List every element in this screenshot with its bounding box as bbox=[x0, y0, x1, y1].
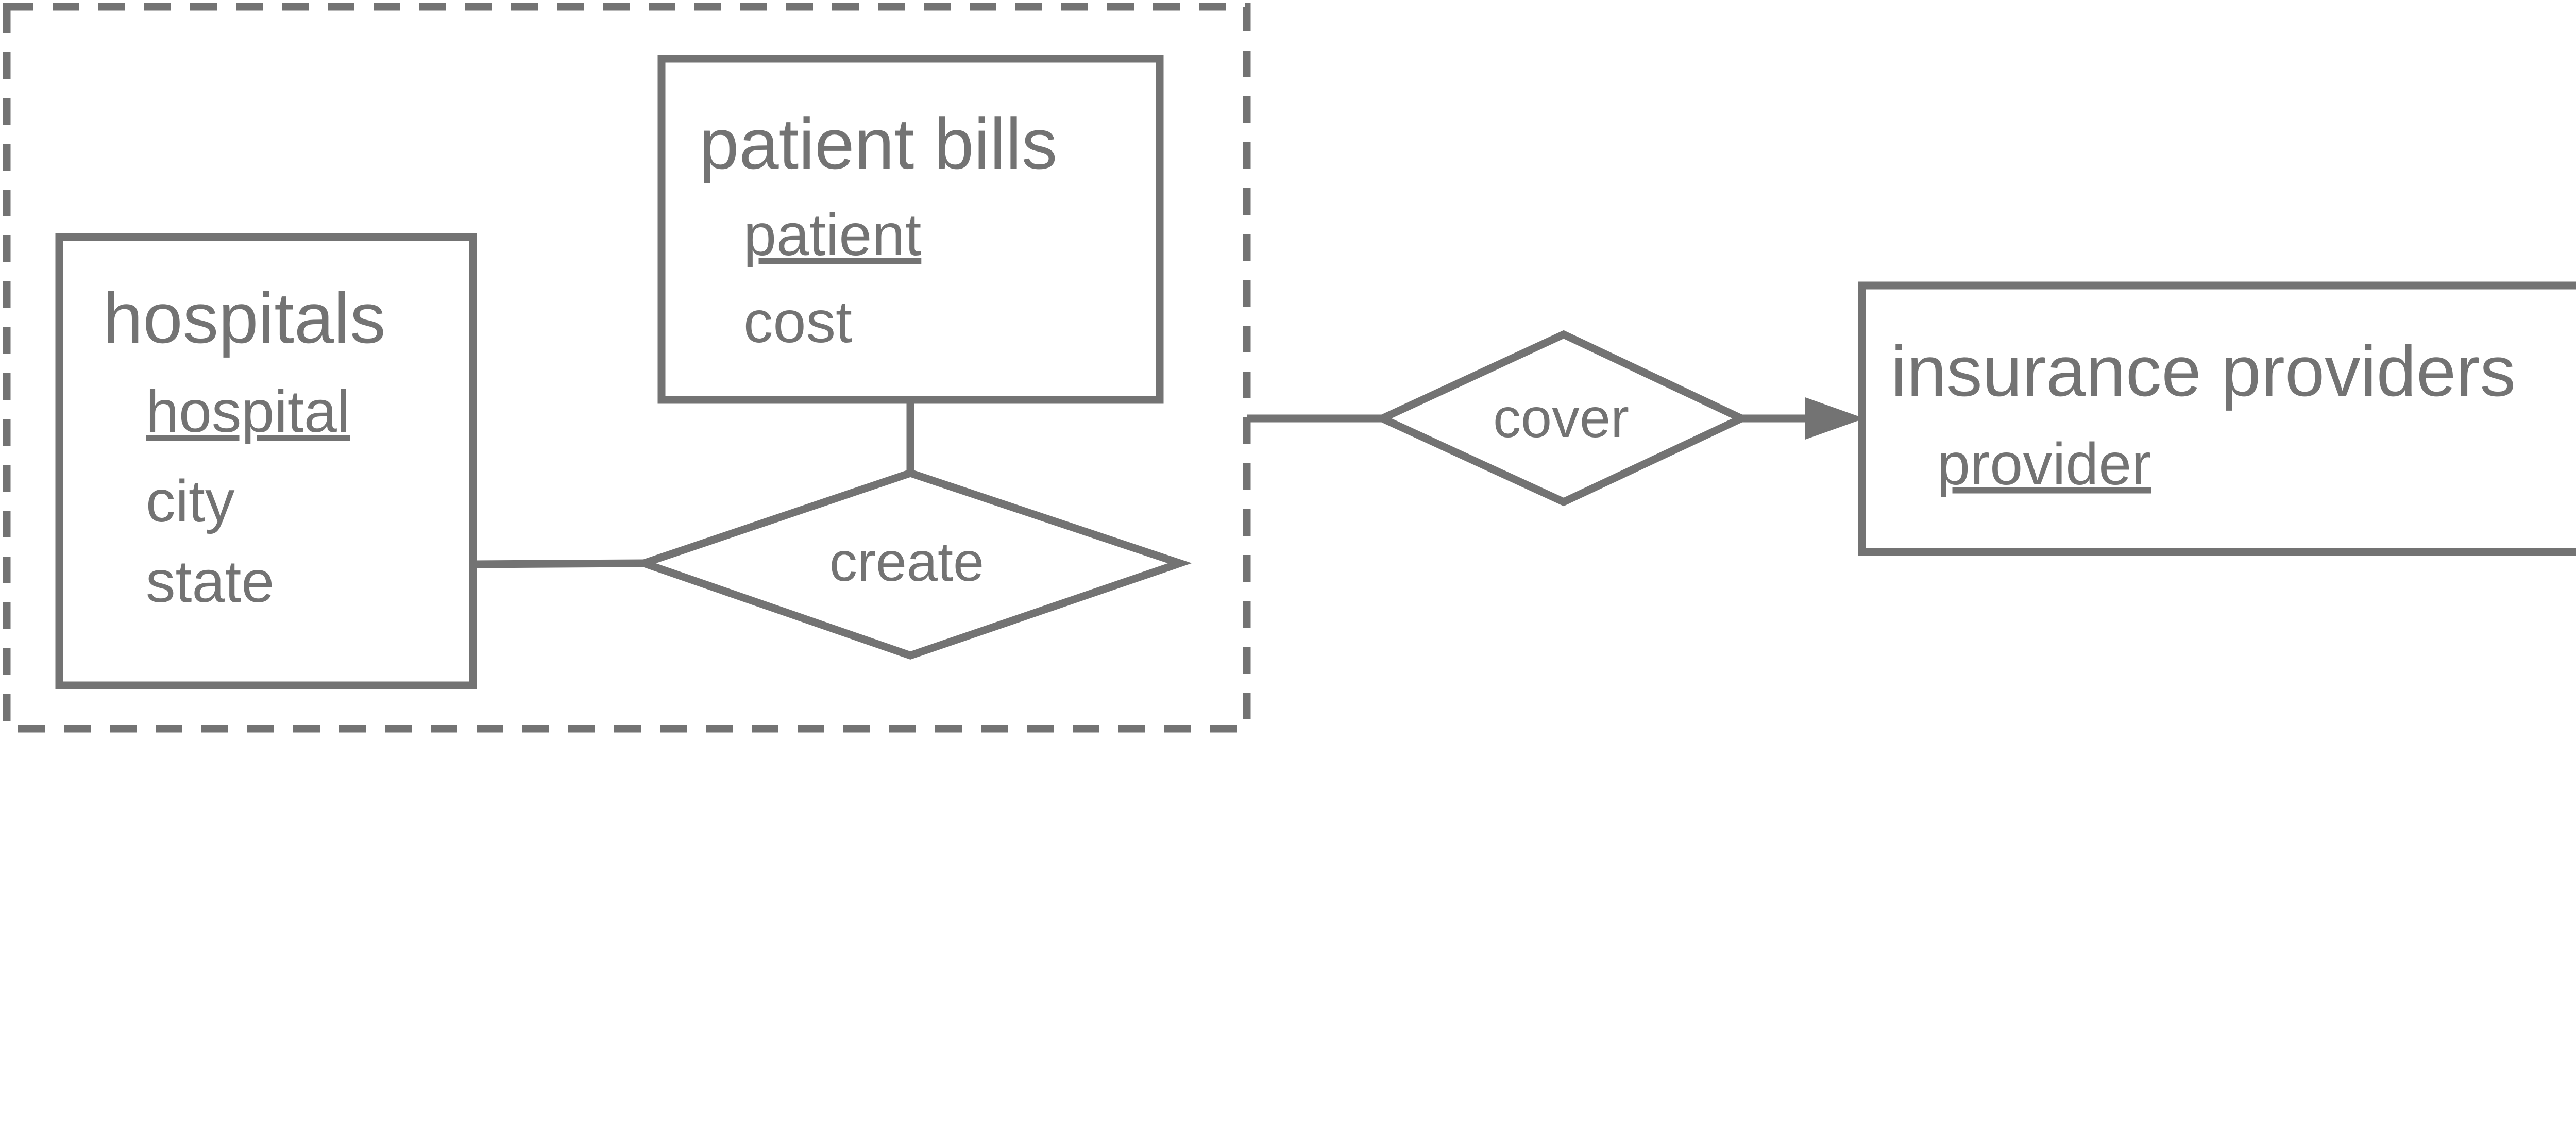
entity-title: insurance providers bbox=[1891, 331, 2516, 411]
relationship-diamond bbox=[1373, 330, 1751, 507]
relationship-diamond bbox=[632, 469, 1192, 660]
entity-title: hospitals bbox=[103, 278, 386, 358]
attribute: state bbox=[146, 549, 274, 615]
relationship-label: create bbox=[829, 530, 984, 593]
aggregation-boundary bbox=[3, 3, 1251, 733]
key-attribute: hospital bbox=[146, 379, 350, 445]
entity-box bbox=[1858, 281, 2576, 556]
entity-box bbox=[55, 233, 477, 689]
attribute: city bbox=[146, 468, 235, 534]
connector-hospitals-create bbox=[472, 559, 645, 568]
key-attribute: patient bbox=[743, 202, 921, 268]
entity-insurance-providers[interactable]: insurance providers provider bbox=[1858, 281, 2576, 556]
relationship-label: cover bbox=[1493, 386, 1629, 449]
entity-patient-bills[interactable]: patient bills patient cost bbox=[657, 55, 1164, 404]
attribute: cost bbox=[743, 289, 852, 355]
relationship-create[interactable]: create bbox=[632, 469, 1192, 660]
relationship-cover[interactable]: cover bbox=[1373, 330, 1751, 507]
entity-hospitals[interactable]: hospitals hospital city state bbox=[55, 233, 477, 689]
arrowhead-icon bbox=[1805, 397, 1865, 440]
entity-title: patient bills bbox=[699, 104, 1057, 184]
key-attribute: provider bbox=[1937, 431, 2151, 497]
connectors bbox=[472, 397, 1865, 568]
entity-box bbox=[657, 55, 1164, 404]
